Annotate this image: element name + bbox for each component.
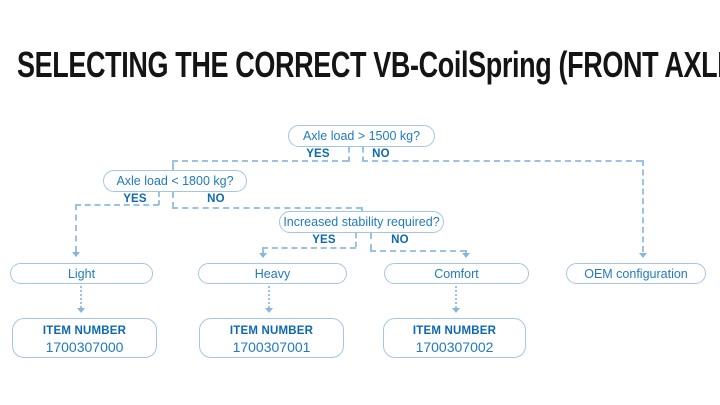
item-number-heading: ITEM NUMBER bbox=[229, 325, 314, 337]
decision2-no-label: NO bbox=[207, 193, 225, 205]
decision3-no-label: NO bbox=[391, 234, 409, 246]
result-light: Light bbox=[10, 263, 153, 284]
arrow-item1-icon bbox=[77, 308, 85, 313]
connector-d1-no-stub bbox=[362, 147, 364, 162]
connector-heavy-drop bbox=[262, 247, 264, 253]
connector-oem-vertical bbox=[642, 160, 644, 252]
connector-d2-no-drop bbox=[361, 207, 363, 212]
arrow-comfort-icon bbox=[462, 253, 470, 258]
result-label: Comfort bbox=[434, 266, 479, 281]
decision1-yes-label: YES bbox=[306, 148, 330, 160]
connector-d1-yes-drop bbox=[172, 160, 174, 170]
connector-d2-no-horizontal bbox=[172, 207, 362, 209]
item-number-value: 1700307000 bbox=[45, 339, 124, 355]
connector-comfort-drop bbox=[465, 250, 467, 253]
item-number-box-heavy: ITEM NUMBER 1700307001 bbox=[199, 318, 344, 358]
connector-light-vertical bbox=[75, 204, 77, 252]
result-label: OEM configuration bbox=[584, 266, 688, 281]
connector-light-item bbox=[80, 286, 82, 308]
connector-heavy-item bbox=[268, 286, 270, 308]
item-number-value: 1700307002 bbox=[415, 339, 494, 355]
decision-axle-load-1800: Axle load < 1800 kg? bbox=[103, 170, 247, 192]
arrow-item2-icon bbox=[265, 308, 273, 313]
connector-d1-yes-horizontal bbox=[172, 160, 348, 162]
page-title: SELECTING THE CORRECT VB-CoilSpring (FRO… bbox=[17, 44, 720, 85]
item-number-value: 1700307001 bbox=[232, 339, 311, 355]
result-label: Heavy bbox=[254, 266, 291, 281]
result-comfort: Comfort bbox=[384, 263, 529, 284]
connector-d2-yes-stub bbox=[158, 192, 160, 205]
connector-d3-yes-horizontal bbox=[262, 247, 356, 249]
arrow-heavy-icon bbox=[259, 253, 267, 258]
connector-d1-no-horizontal bbox=[362, 160, 642, 162]
result-oem-configuration: OEM configuration bbox=[566, 263, 706, 284]
item-number-box-comfort: ITEM NUMBER 1700307002 bbox=[383, 318, 526, 358]
connector-comfort-item bbox=[455, 286, 457, 308]
arrow-item3-icon bbox=[452, 308, 460, 313]
connector-d3-no-horizontal bbox=[370, 250, 466, 252]
connector-d2-no-stub bbox=[172, 192, 174, 208]
decision-label: Axle load > 1500 kg? bbox=[302, 129, 421, 143]
item-number-heading: ITEM NUMBER bbox=[42, 325, 127, 337]
decision-label: Increased stability required? bbox=[283, 215, 440, 229]
decision-axle-load-1500: Axle load > 1500 kg? bbox=[288, 125, 435, 147]
result-heavy: Heavy bbox=[198, 263, 347, 284]
decision-label: Axle load < 1800 kg? bbox=[116, 174, 234, 188]
arrow-oem-icon bbox=[639, 253, 647, 258]
decision2-yes-label: YES bbox=[123, 193, 147, 205]
connector-d3-no-stub bbox=[370, 233, 372, 250]
item-number-box-light: ITEM NUMBER 1700307000 bbox=[12, 318, 157, 358]
decision1-no-label: NO bbox=[372, 148, 390, 160]
result-label: Light bbox=[67, 266, 96, 281]
connector-d2-yes-horizontal bbox=[75, 204, 159, 206]
decision-increased-stability: Increased stability required? bbox=[279, 211, 444, 233]
connector-d3-yes-stub bbox=[355, 233, 357, 247]
decision3-yes-label: YES bbox=[312, 234, 336, 246]
arrow-light-icon bbox=[72, 252, 80, 257]
item-number-heading: ITEM NUMBER bbox=[412, 325, 497, 337]
connector-d1-yes-stub bbox=[348, 147, 350, 162]
